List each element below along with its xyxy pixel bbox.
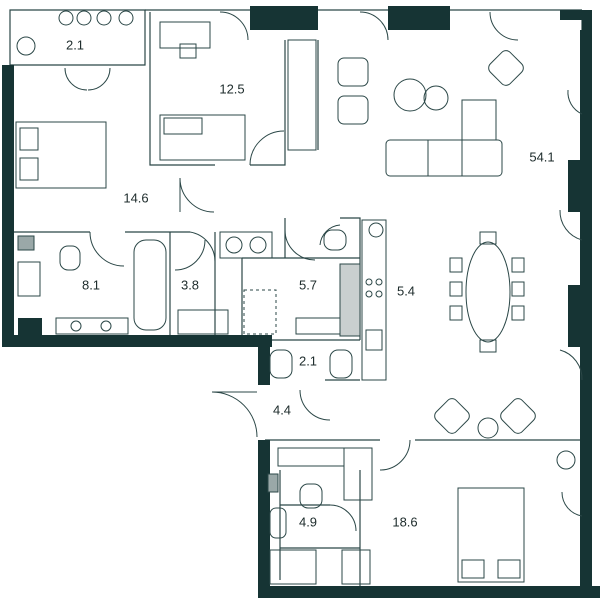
area-living-kitchen: 54.1 [529, 149, 555, 165]
area-bedroom-small: 12.5 [219, 81, 245, 97]
dining-table [465, 241, 511, 343]
area-bathroom-left: 8.1 [81, 277, 101, 293]
area-bathroom-center: 5.7 [298, 277, 318, 293]
thick-walls [2, 6, 600, 598]
bed-master [457, 487, 525, 583]
area-bathroom-lower: 4.9 [298, 514, 318, 530]
balcony-outline [9, 9, 146, 66]
area-entrance: 4.4 [272, 402, 292, 418]
bed-small [159, 114, 246, 161]
furniture [15, 10, 576, 585]
sofa [385, 139, 503, 177]
kitchen-counter [361, 219, 387, 381]
area-wc: 2.1 [298, 353, 318, 369]
area-balcony: 2.1 [65, 37, 85, 53]
bathtub [133, 239, 167, 331]
area-wardrobe: 3.8 [180, 277, 200, 293]
area-bedroom-left: 14.6 [123, 190, 149, 206]
doors [64, 11, 583, 532]
bed-left [15, 121, 107, 189]
area-bedroom-master: 18.6 [392, 514, 418, 530]
wardrobe-living [287, 39, 317, 151]
desk [159, 21, 211, 49]
area-hall: 5.4 [396, 283, 416, 299]
